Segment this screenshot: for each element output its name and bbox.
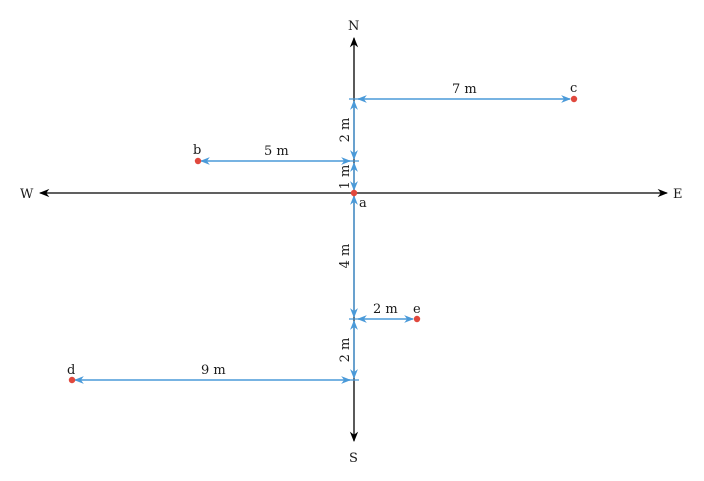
point-d-marker — [68, 376, 76, 384]
point-a-label: a — [359, 196, 367, 211]
point-c-label: c — [570, 81, 577, 96]
label-row-to-c: 7 m — [452, 82, 477, 97]
label-row-to-b: 5 m — [264, 144, 289, 159]
label-b-row-to-c-row: 2 m — [338, 118, 353, 143]
point-a-marker — [350, 189, 358, 197]
label-row-to-d: 9 m — [201, 363, 226, 378]
west-label: W — [20, 187, 34, 202]
south-label: S — [349, 451, 358, 466]
label-row-to-e: 2 m — [373, 302, 398, 317]
label-e-row-to-d-row: 2 m — [338, 338, 353, 363]
point-d-label: d — [67, 363, 75, 378]
point-e-marker — [413, 315, 421, 323]
east-label: E — [673, 187, 683, 202]
point-b-marker — [194, 157, 202, 165]
label-a-to-b-row: 1 m — [338, 165, 353, 190]
north-label: N — [348, 19, 359, 34]
point-b-label: b — [193, 143, 201, 158]
point-c-marker — [570, 95, 578, 103]
label-a-to-e-row: 4 m — [338, 244, 353, 269]
point-e-label: e — [413, 302, 421, 317]
